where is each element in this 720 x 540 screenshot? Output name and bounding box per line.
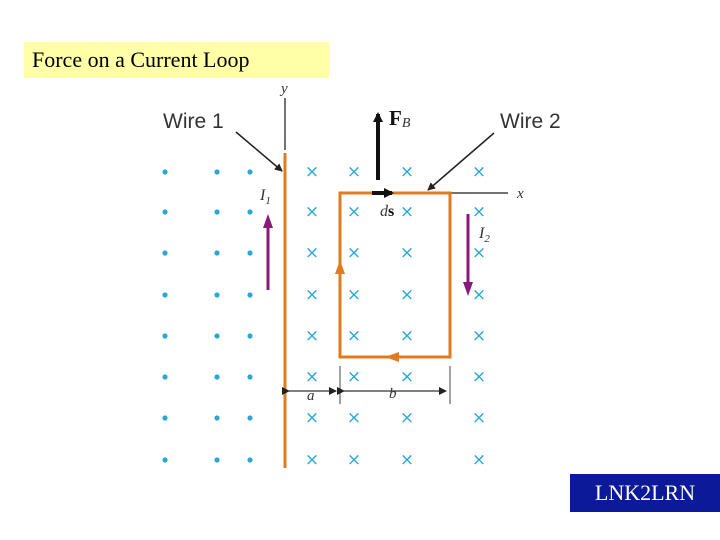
field-cross-icon: × [400, 367, 414, 387]
slide-title: Force on a Current Loop [24, 42, 329, 78]
field-cross-icon: × [400, 326, 414, 346]
wire-2-label: Wire 2 [500, 110, 561, 133]
force-label: FB [389, 106, 411, 131]
field-dot-icon [162, 292, 168, 298]
current-i2-label: I2 [478, 225, 490, 245]
field-cross-icon: × [472, 285, 486, 305]
field-dot-icon [162, 333, 168, 339]
field-cross-icon: × [305, 162, 319, 182]
field-cross-icon: × [305, 285, 319, 305]
field-cross-icon: × [400, 243, 414, 263]
field-cross-icon: × [472, 202, 486, 222]
field-cross-icon: × [472, 243, 486, 263]
field-cross-icon: × [347, 285, 361, 305]
current-i1-label: I1 [259, 187, 271, 207]
field-dot-icon [247, 457, 253, 463]
field-dot-icon [247, 169, 253, 175]
field-cross-icon: × [400, 285, 414, 305]
field-dot-icon [247, 209, 253, 215]
field-dot-icon [214, 250, 220, 256]
field-cross-icon: × [400, 408, 414, 428]
field-cross-icon: × [472, 408, 486, 428]
field-dot-icon [214, 374, 220, 380]
field-cross-icon: × [347, 408, 361, 428]
field-cross-icon: × [305, 326, 319, 346]
wire-2-pointer [427, 132, 495, 191]
field-cross-icon: × [305, 408, 319, 428]
field-dot-icon [162, 209, 168, 215]
field-dot-icon [247, 333, 253, 339]
field-cross-icon: × [472, 367, 486, 387]
field-cross-icon: × [305, 450, 319, 470]
field-dot-icon [214, 292, 220, 298]
field-crosses-into-page: × × × × × × × × × × × × × × × × × × × × × × × × × × × × × × × × [305, 162, 486, 470]
brand-logo: LNK2LRN [570, 474, 720, 512]
field-cross-icon: × [347, 326, 361, 346]
field-cross-icon: × [305, 367, 319, 387]
dim-b-label: b [389, 386, 397, 402]
loop-arrow-up-icon [335, 260, 345, 274]
field-dot-icon [247, 415, 253, 421]
field-dot-icon [162, 250, 168, 256]
field-dot-icon [247, 250, 253, 256]
field-dot-icon [162, 415, 168, 421]
wire-1-pointer [235, 131, 283, 172]
field-dot-icon [162, 169, 168, 175]
ds-label: ds [380, 203, 394, 220]
field-cross-icon: × [400, 202, 414, 222]
loop-arrow-left-icon [385, 352, 399, 362]
field-dot-icon [214, 415, 220, 421]
field-dots-out-of-page [162, 169, 253, 463]
field-cross-icon: × [305, 243, 319, 263]
field-cross-icon: × [347, 243, 361, 263]
field-dot-icon [214, 169, 220, 175]
field-dot-icon [162, 374, 168, 380]
dim-a-label: a [307, 388, 315, 404]
x-axis-label: x [516, 186, 524, 202]
field-cross-icon: × [400, 450, 414, 470]
field-cross-icon: × [400, 162, 414, 182]
current-i2-arrowhead-icon [463, 282, 473, 296]
field-dot-icon [162, 457, 168, 463]
field-cross-icon: × [472, 326, 486, 346]
field-cross-icon: × [347, 450, 361, 470]
field-cross-icon: × [472, 450, 486, 470]
field-cross-icon: × [347, 367, 361, 387]
y-axis-label: y [279, 81, 288, 97]
field-dot-icon [214, 209, 220, 215]
field-dot-icon [214, 333, 220, 339]
field-cross-icon: × [347, 202, 361, 222]
field-dot-icon [247, 374, 253, 380]
field-cross-icon: × [347, 162, 361, 182]
field-cross-icon: × [472, 162, 486, 182]
field-cross-icon: × [305, 202, 319, 222]
field-dot-icon [214, 457, 220, 463]
current-i1-arrowhead-icon [263, 214, 273, 228]
field-dot-icon [247, 292, 253, 298]
wire-1-label: Wire 1 [163, 110, 224, 133]
